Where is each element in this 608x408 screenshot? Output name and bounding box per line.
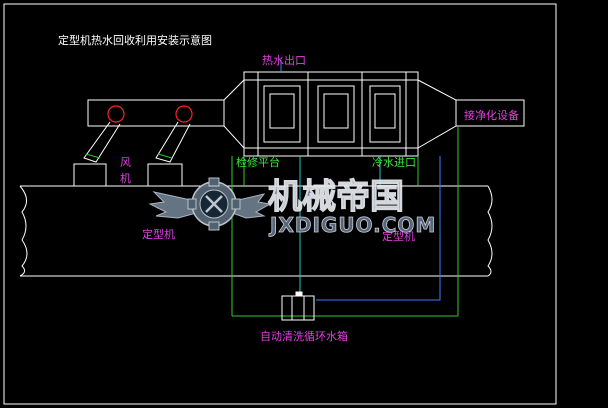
label-setting-machine-right: 定型机 [382,229,415,243]
exhaust-duct [87,78,525,150]
label-hot-water-outlet: 热水出口 [262,53,306,67]
heat-recovery-unit [243,71,419,157]
gear-icon [187,177,241,231]
left-wing-icon [148,191,201,219]
watermark-logo: 机械帝国 JXDIGUO.COM [148,176,436,237]
water-tank [281,291,315,321]
label-maintenance-platform: 检修平台 [236,155,280,169]
circulation-piping [299,156,441,301]
watermark-en: JXDIGUO.COM [268,213,436,237]
unit-door-3 [369,85,401,143]
unit-door-2 [317,85,355,143]
label-cold-water-inlet: 冷水进口 [372,156,416,169]
label-water-tank: 自动清洗循环水箱 [260,329,348,343]
maintenance-platform [231,126,459,317]
fan-right [147,105,193,187]
label-purification-connect: 接净化设备 [464,108,519,122]
label-setting-machine-left: 定型机 [142,227,175,241]
diagram-title: 定型机热水回收利用安装示意图 [58,33,212,47]
fan-left [73,105,125,187]
label-fan-char-1: 风 [120,156,131,169]
watermark-cn: 机械帝国 [268,177,404,217]
label-fan-char-2: 机 [120,171,131,185]
unit-door-1 [263,85,301,143]
drawing-frame [3,3,557,405]
